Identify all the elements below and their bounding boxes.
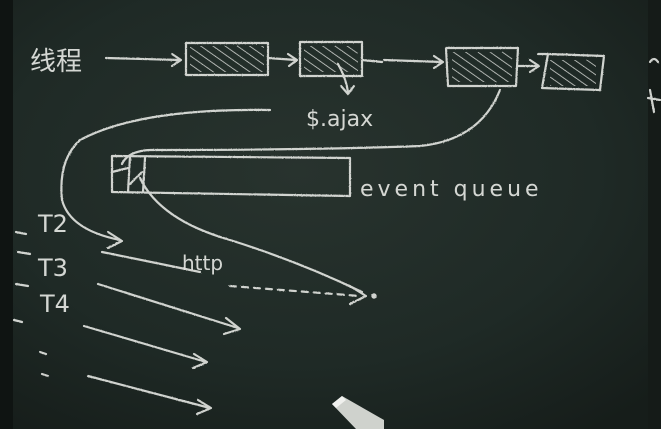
t4-label: T4 — [39, 290, 70, 318]
board-left-frame — [0, 0, 13, 429]
right-edge-marks — [646, 57, 661, 114]
dispatch-curve — [138, 176, 364, 294]
thread-timeline — [104, 40, 606, 92]
ajax-arrow — [336, 62, 350, 94]
http-label: http — [182, 251, 223, 275]
task-block-3 — [444, 46, 520, 88]
t5-arrow — [86, 374, 212, 410]
event-queue-label: event queue — [360, 177, 543, 202]
board-right-edge — [648, 0, 661, 429]
thread-label: 线程 — [30, 47, 82, 77]
chalk-piece — [332, 396, 384, 429]
t2-arrow — [100, 250, 202, 274]
callback-curve — [120, 88, 502, 166]
t3-label: T3 — [37, 254, 68, 282]
t4-arrow — [82, 324, 208, 364]
ajax-label: $.ajax — [306, 107, 373, 132]
task-block-4 — [536, 52, 606, 92]
thread-pool-curve — [60, 108, 272, 242]
left-tally-marks — [12, 230, 50, 378]
t2-label: T2 — [37, 210, 68, 238]
http-dashed-line — [228, 284, 362, 298]
t3-arrow — [96, 282, 240, 330]
